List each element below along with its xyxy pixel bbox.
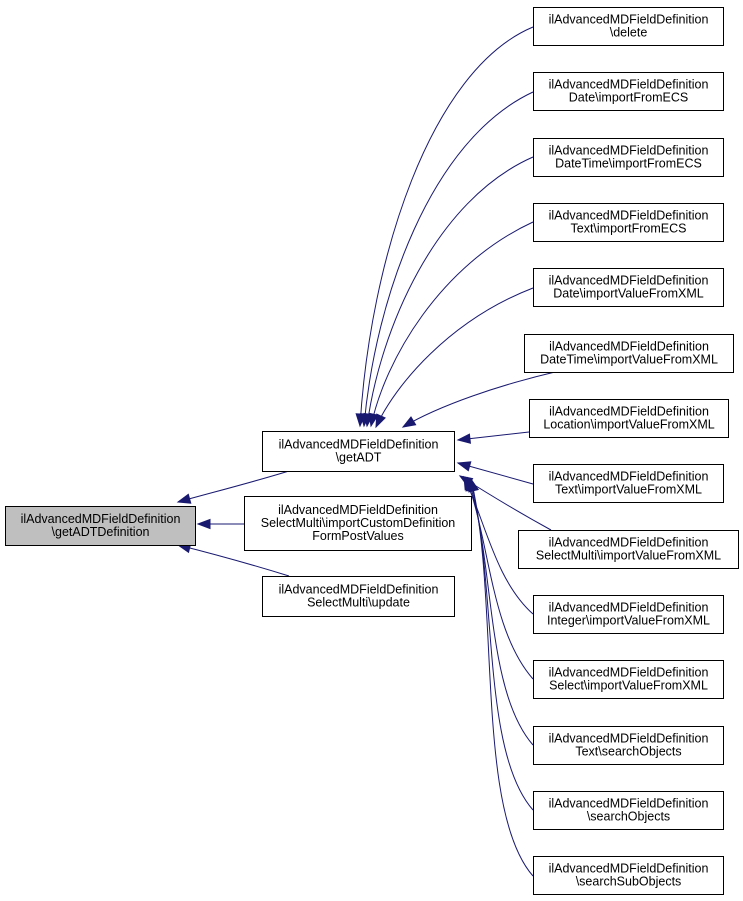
node-sm_import_xml[interactable]: ilAdvancedMDFieldDefinitionSelectMulti\i… [518, 530, 739, 569]
node-label-line: \searchObjects [587, 810, 670, 824]
node-label-line: Integer\importValueFromXML [547, 614, 710, 628]
node-label-line: Text\importFromECS [571, 222, 687, 236]
node-label-line: \delete [610, 26, 648, 40]
arrowhead-search_sub_objects-to-getadt [468, 477, 480, 493]
node-search_sub_objects[interactable]: ilAdvancedMDFieldDefinition\searchSubObj… [533, 856, 724, 895]
node-label-line: ilAdvancedMDFieldDefinition [279, 583, 439, 597]
node-label-line: SelectMulti\importValueFromXML [536, 549, 721, 563]
edge-delete-to-getadt [359, 26, 534, 427]
node-text_search[interactable]: ilAdvancedMDFieldDefinitionText\searchOb… [533, 726, 724, 765]
node-box [533, 72, 724, 111]
node-search_objects[interactable]: ilAdvancedMDFieldDefinition\searchObject… [533, 791, 724, 830]
edge-datetime_import_xml-to-getadt [402, 371, 556, 428]
edge-select_import_xml-to-getadt [465, 477, 534, 680]
arrowhead-text_import_xml-to-getadt [456, 461, 472, 472]
node-layer: ilAdvancedMDFieldDefinition\getADTDefini… [5, 7, 739, 895]
arrowhead-location_import_xml-to-getadt [456, 433, 472, 444]
node-box [533, 660, 724, 699]
node-box [262, 576, 455, 617]
node-label-line: ilAdvancedMDFieldDefinition [549, 144, 709, 158]
node-label-line: ilAdvancedMDFieldDefinition [549, 78, 709, 92]
arrowhead-sm_import_custom-to-root [196, 518, 211, 530]
node-label-line: ilAdvancedMDFieldDefinition [549, 797, 709, 811]
node-date_import_xml[interactable]: ilAdvancedMDFieldDefinitionDate\importVa… [533, 268, 724, 307]
node-label-line: Date\importFromECS [569, 91, 688, 105]
node-label-line: FormPostValues [312, 529, 403, 543]
node-sm_update[interactable]: ilAdvancedMDFieldDefinitionSelectMulti\u… [262, 576, 455, 617]
edge-date_import_xml-to-getadt [375, 287, 534, 428]
node-label-line: ilAdvancedMDFieldDefinition [549, 340, 709, 354]
node-label-line: ilAdvancedMDFieldDefinition [549, 405, 709, 419]
node-label-line: \getADTDefinition [52, 525, 150, 539]
node-box [529, 399, 729, 438]
node-label-line: DateTime\importFromECS [555, 157, 702, 171]
node-label-line: ilAdvancedMDFieldDefinition [21, 512, 181, 526]
node-label-line: SelectMulti\importCustomDefinition [261, 516, 456, 530]
arrowhead-getadt-to-root [176, 493, 192, 504]
node-box [533, 595, 724, 634]
node-label-line: Text\searchObjects [575, 745, 681, 759]
node-label-line: Location\importValueFromXML [543, 418, 714, 432]
node-label-line: ilAdvancedMDFieldDefinition [278, 503, 438, 517]
edge-datetime_import_ecs-to-getadt [366, 156, 534, 427]
node-select_import_xml[interactable]: ilAdvancedMDFieldDefinitionSelect\import… [533, 660, 724, 699]
node-label-line: SelectMulti\update [307, 596, 410, 610]
node-label-line: ilAdvancedMDFieldDefinition [549, 666, 709, 680]
node-sm_import_custom[interactable]: ilAdvancedMDFieldDefinitionSelectMulti\i… [244, 496, 472, 551]
node-getadt[interactable]: ilAdvancedMDFieldDefinition\getADT [262, 431, 455, 472]
node-label-line: \searchSubObjects [576, 875, 682, 889]
node-box [533, 203, 724, 242]
arrowhead-datetime_import_xml-to-getadt [401, 416, 417, 428]
node-box [524, 334, 734, 373]
node-box [533, 7, 724, 46]
node-label-line: Select\importValueFromXML [549, 679, 708, 693]
node-label-line: ilAdvancedMDFieldDefinition [549, 470, 709, 484]
node-label-line: Text\importValueFromXML [555, 483, 702, 497]
node-box [518, 530, 739, 569]
node-box [5, 506, 196, 546]
node-label-line: ilAdvancedMDFieldDefinition [549, 274, 709, 288]
edge-text_import_ecs-to-getadt [370, 221, 534, 427]
node-label-line: ilAdvancedMDFieldDefinition [549, 536, 709, 550]
edge-layer [176, 26, 556, 877]
node-label-line: DateTime\importValueFromXML [540, 353, 718, 367]
node-label-line: Date\importValueFromXML [553, 287, 704, 301]
node-box [533, 856, 724, 895]
node-label-line: ilAdvancedMDFieldDefinition [549, 209, 709, 223]
node-label-line: ilAdvancedMDFieldDefinition [549, 601, 709, 615]
node-integer_import_xml[interactable]: ilAdvancedMDFieldDefinitionInteger\impor… [533, 595, 724, 634]
arrowhead-text_import_ecs-to-getadt [368, 412, 379, 428]
node-text_import_xml[interactable]: ilAdvancedMDFieldDefinitionText\importVa… [533, 464, 724, 503]
node-box [262, 431, 455, 472]
node-label-line: ilAdvancedMDFieldDefinition [279, 438, 439, 452]
node-date_import_ecs[interactable]: ilAdvancedMDFieldDefinitionDate\importFr… [533, 72, 724, 111]
node-text_import_ecs[interactable]: ilAdvancedMDFieldDefinitionText\importFr… [533, 203, 724, 242]
node-box [533, 268, 724, 307]
node-box [533, 791, 724, 830]
arrowhead-date_import_xml-to-getadt [375, 413, 386, 429]
node-label-line: ilAdvancedMDFieldDefinition [549, 862, 709, 876]
node-box [533, 138, 724, 177]
edge-search_sub_objects-to-getadt [470, 478, 534, 877]
node-box [244, 496, 472, 551]
node-datetime_import_xml[interactable]: ilAdvancedMDFieldDefinitionDateTime\impo… [524, 334, 734, 373]
node-label-line: ilAdvancedMDFieldDefinition [549, 732, 709, 746]
node-box [533, 726, 724, 765]
node-label-line: \getADT [336, 451, 382, 465]
node-location_import_xml[interactable]: ilAdvancedMDFieldDefinitionLocation\impo… [529, 399, 729, 438]
node-label-line: ilAdvancedMDFieldDefinition [549, 13, 709, 27]
node-box [533, 464, 724, 503]
node-root[interactable]: ilAdvancedMDFieldDefinition\getADTDefini… [5, 506, 196, 546]
edge-date_import_ecs-to-getadt [363, 91, 534, 427]
node-delete[interactable]: ilAdvancedMDFieldDefinition\delete [533, 7, 724, 46]
node-datetime_import_ecs[interactable]: ilAdvancedMDFieldDefinitionDateTime\impo… [533, 138, 724, 177]
